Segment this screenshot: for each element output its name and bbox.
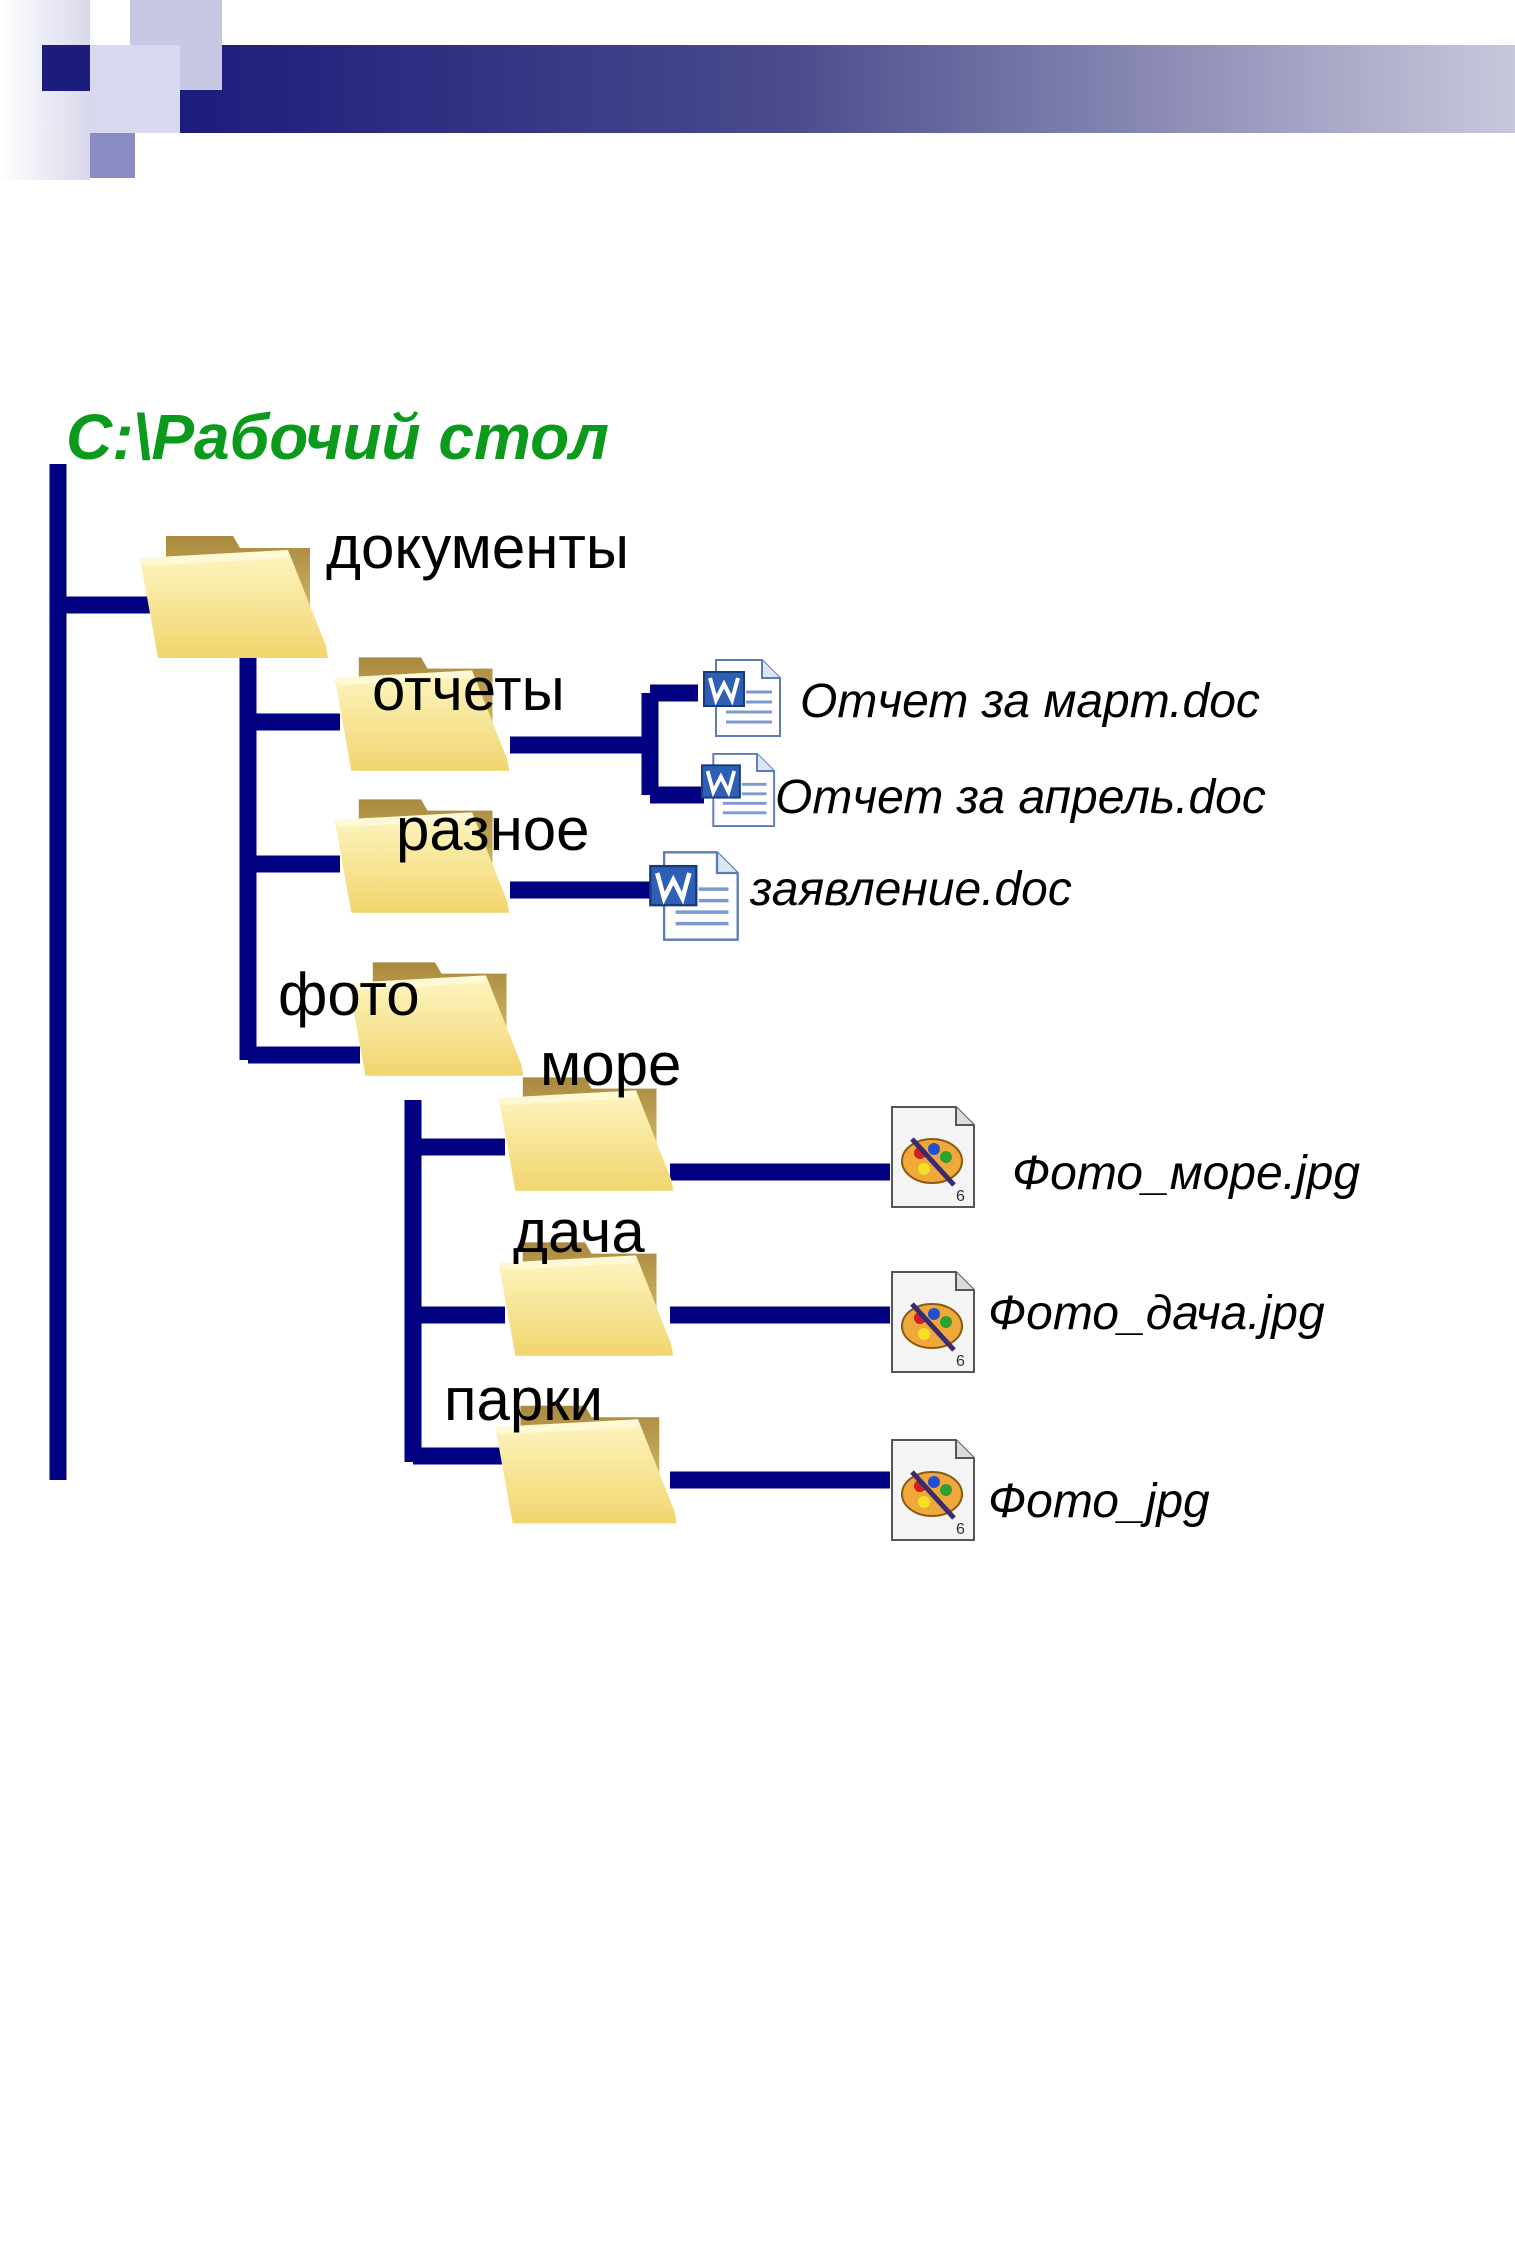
folder-label-misc[interactable]: разное: [396, 796, 590, 863]
word-document-icon[interactable]: [702, 658, 782, 738]
tree-connectors: [49, 464, 890, 1489]
folder-label-dacha[interactable]: дача: [513, 1198, 645, 1265]
file-label-statement[interactable]: заявление.doc: [750, 863, 1072, 916]
image-file-icon[interactable]: [892, 1440, 974, 1540]
folder-label-parks[interactable]: парки: [444, 1366, 603, 1433]
file-label-report-april[interactable]: Отчет за апрель.doc: [775, 771, 1266, 824]
file-label-photo-parks[interactable]: Фото_jpg: [988, 1475, 1210, 1528]
file-label-report-march[interactable]: Отчет за март.doc: [800, 675, 1260, 728]
folder-label-reports[interactable]: отчеты: [372, 656, 565, 723]
file-label-photo-dacha[interactable]: Фото_дача.jpg: [988, 1287, 1325, 1340]
file-label-photo-sea[interactable]: Фото_море.jpg: [1012, 1147, 1361, 1200]
image-file-icon[interactable]: [892, 1272, 974, 1372]
word-document-icon[interactable]: [700, 752, 776, 828]
root-path-label: C:\Рабочий стол: [66, 401, 609, 473]
slide-header-decoration: [0, 0, 1515, 180]
folder-label-sea[interactable]: море: [540, 1031, 682, 1098]
image-file-icon[interactable]: [892, 1107, 974, 1207]
folder-label-photo[interactable]: фото: [278, 961, 420, 1028]
word-document-icon[interactable]: [650, 852, 737, 939]
folder-icon[interactable]: [140, 536, 328, 658]
folder-label-documents[interactable]: документы: [326, 514, 629, 581]
